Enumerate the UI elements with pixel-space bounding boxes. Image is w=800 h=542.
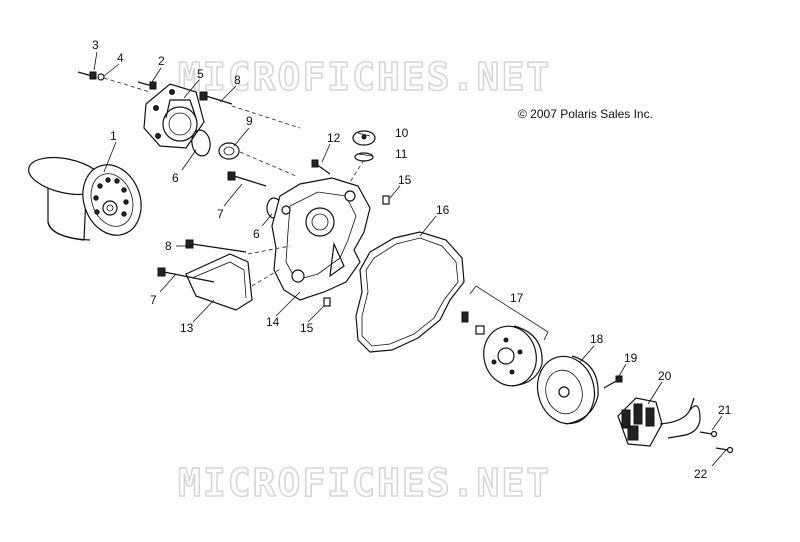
callout-19: 19: [624, 351, 638, 365]
o-ring-part-11: [354, 152, 374, 162]
callout-10: 10: [395, 126, 409, 140]
callout-15-bottom: 15: [300, 321, 314, 335]
woodruff-part: [475, 325, 485, 335]
screw-part-21: [699, 430, 718, 438]
callout-14: 14: [266, 315, 280, 329]
bolt-part-7-lower: [157, 267, 215, 283]
callout-4: 4: [117, 51, 124, 65]
callout-13: 13: [180, 321, 194, 335]
callout-6-top: 6: [172, 171, 179, 185]
watermark-top: MICROFICHES.NET: [178, 55, 551, 99]
flywheel-hub-part: [483, 325, 543, 387]
bolt-part-8-top: [199, 91, 233, 105]
watermark-bottom: MICROFICHES.NET: [178, 461, 551, 505]
bolt-part-7-middle: [227, 171, 267, 187]
filter-housing-part: [143, 83, 205, 149]
callout-16: 16: [436, 203, 450, 217]
screw-part-22: [715, 446, 734, 454]
callout-15-top: 15: [398, 173, 412, 187]
flywheel-part: [536, 355, 599, 425]
callout-11: 11: [395, 147, 408, 161]
callout-6-lower: 6: [253, 227, 260, 241]
bolt-part-19: [603, 375, 623, 389]
callout-1: 1: [110, 129, 117, 143]
callout-8-top: 8: [234, 73, 241, 87]
plug-part-10: [352, 130, 376, 146]
copyright-text: © 2007 Polaris Sales Inc.: [518, 107, 653, 121]
callout-7-middle: 7: [217, 207, 224, 221]
gasket-part-9: [218, 142, 240, 160]
o-ring-part-top: [191, 129, 211, 157]
bolt-part-12: [311, 159, 331, 175]
bracket-part: [185, 253, 253, 311]
callout-8-lower: 8: [165, 239, 172, 253]
leader-lines: [93, 51, 727, 467]
stator-part: [617, 397, 701, 447]
bolt-part-2: [137, 81, 157, 90]
callout-numbers: 1 2 3 4 5 6 6 7 7 8 8 9 10 11 12 13 14 1…: [92, 38, 732, 481]
group-bracket-17: [469, 285, 549, 341]
callout-22: 22: [694, 467, 708, 481]
callout-3: 3: [92, 38, 99, 52]
callout-7-lower: 7: [150, 293, 157, 307]
callout-9: 9: [246, 114, 253, 128]
cover-gasket-part: [355, 231, 465, 353]
bolt-and-washer-part: [77, 71, 105, 81]
dowel-pin-part-bottom: [323, 297, 331, 307]
callout-17: 17: [510, 291, 524, 305]
oil-filter-part: [28, 156, 142, 241]
callout-2: 2: [158, 54, 165, 68]
callout-5: 5: [197, 67, 204, 81]
callout-20: 20: [658, 369, 672, 383]
dowel-pin-part-top: [382, 195, 390, 205]
callout-12: 12: [327, 131, 341, 145]
callout-21: 21: [718, 403, 732, 417]
crankcase-cover-part: [271, 177, 371, 301]
callout-18: 18: [590, 332, 604, 346]
bolt-part-8-lower: [185, 239, 247, 253]
key-part: [461, 311, 469, 323]
